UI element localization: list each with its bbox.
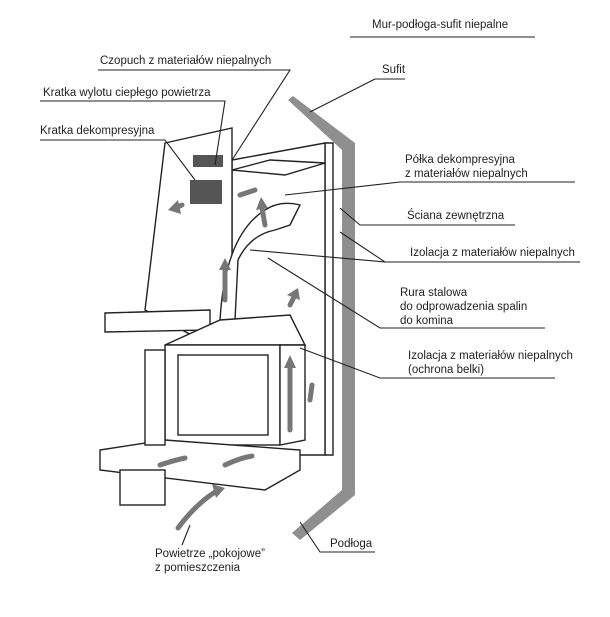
label-beam-1: Izolacja z materiałów niepalnych — [408, 350, 573, 362]
wall-band — [288, 96, 355, 540]
decompression-grille-shape — [190, 180, 222, 204]
label-hot-air-grille: Kratka wylotu ciepłego powietrza — [43, 87, 211, 99]
label-insulation: Izolacja z materiałów niepalnych — [410, 247, 575, 259]
label-pipe-3: do komina — [400, 315, 454, 327]
label-shelf-1: Półka dekompresyjna — [405, 154, 516, 166]
label-pipe-2: do odprowadzenia spalin — [400, 301, 527, 313]
wooden-beam — [104, 309, 211, 333]
base-left — [119, 469, 166, 506]
decompression-shelf — [231, 159, 326, 176]
fireplace-glass — [177, 354, 269, 436]
label-flue-pipe: Czopuch z materiałów niepalnych — [100, 55, 271, 67]
label-external-wall: Ściana zewnętrzna — [407, 209, 505, 222]
label-wall-floor-ceiling: Mur-podłoga-sufit niepalne — [372, 19, 508, 31]
pedestal — [144, 349, 166, 446]
label-floor: Podłoga — [330, 538, 373, 550]
label-room-air-2: z pomieszczenia — [155, 562, 241, 574]
label-decompression-grille: Kratka dekompresyjna — [40, 125, 155, 137]
hot-air-grille — [193, 155, 223, 167]
label-ceiling: Sufit — [382, 64, 406, 76]
label-beam-2: (ochrona belki) — [408, 364, 484, 376]
label-shelf-2: z materiałów niepalnych — [405, 168, 528, 180]
label-room-air-1: Powietrze „pokojowe” — [155, 548, 265, 560]
leader-lines — [40, 36, 580, 553]
label-pipe-1: Rura stalowa — [400, 287, 468, 299]
air-flow-arrows — [157, 187, 315, 531]
